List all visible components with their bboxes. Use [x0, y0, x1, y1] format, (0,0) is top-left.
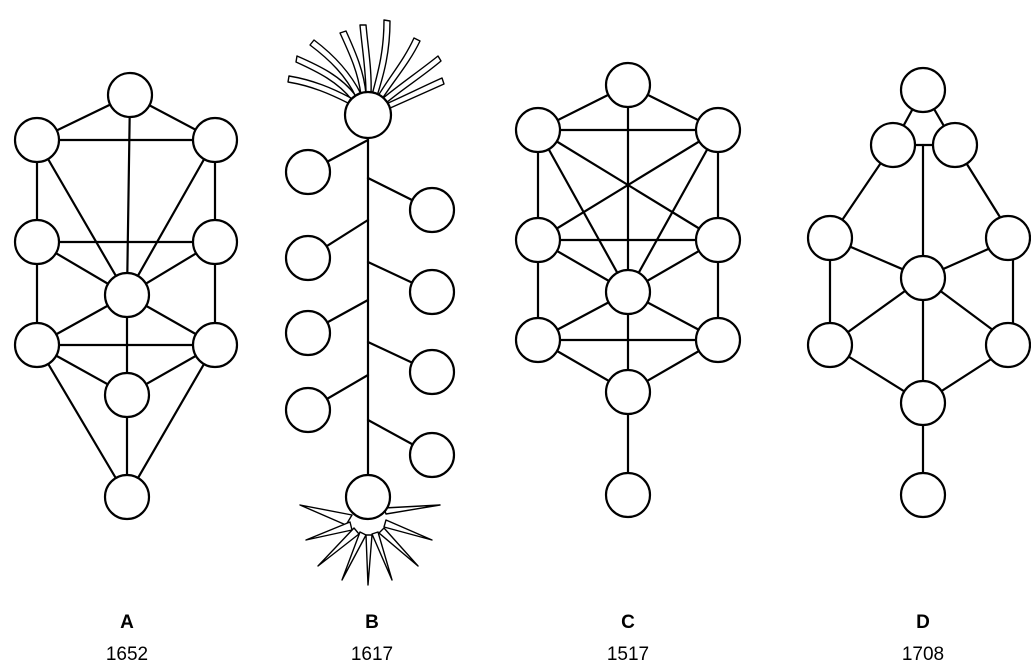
- sephira-node: [103, 371, 151, 419]
- crown-ornament: [287, 19, 445, 110]
- diagram-b-nodes: [284, 90, 456, 521]
- sephira-node: [984, 214, 1031, 262]
- panel-c-year: 1517: [607, 644, 649, 665]
- sephira-node: [604, 368, 652, 416]
- sephira-node: [694, 216, 742, 264]
- panel-d-letter: D: [916, 612, 930, 633]
- sephira-node: [408, 431, 456, 479]
- sephira-node: [408, 186, 456, 234]
- sephira-node: [694, 106, 742, 154]
- sephira-node: [806, 321, 854, 369]
- sephira-node: [408, 348, 456, 396]
- sephira-node: [984, 321, 1031, 369]
- sephira-node: [191, 218, 239, 266]
- panel-c-letter: C: [621, 612, 635, 633]
- sephira-node: [13, 218, 61, 266]
- sephira-node: [604, 61, 652, 109]
- sephira-node: [284, 148, 332, 196]
- sephira-node: [514, 106, 562, 154]
- sephira-node: [899, 254, 947, 302]
- sephira-node: [103, 473, 151, 521]
- sephira-node: [408, 268, 456, 316]
- panel-a-letter: A: [120, 612, 134, 633]
- sephira-node: [191, 116, 239, 164]
- sephira-node: [13, 321, 61, 369]
- sephira-node: [284, 386, 332, 434]
- sephira-node: [604, 471, 652, 519]
- panel-labels: A 1652 B 1617 C 1517 D 1708: [106, 612, 944, 665]
- diagram-c-nodes: [514, 61, 742, 519]
- sephira-node: [13, 116, 61, 164]
- panel-d-year: 1708: [902, 644, 944, 665]
- sephira-node: [103, 271, 151, 319]
- diagram-a-nodes: [13, 71, 239, 521]
- sephira-node: [869, 121, 917, 169]
- sephira-node: [284, 234, 332, 282]
- roots-ornament: [299, 504, 441, 586]
- panel-b-year: 1617: [351, 644, 393, 665]
- sephira-node: [899, 379, 947, 427]
- panel-b-letter: B: [365, 612, 379, 633]
- sephira-node: [344, 473, 392, 521]
- sephira-node: [806, 214, 854, 262]
- diagram-d-nodes: [806, 66, 1031, 519]
- panel-a-year: 1652: [106, 644, 148, 665]
- sephira-node: [106, 71, 154, 119]
- diagram-d: [806, 66, 1031, 519]
- sephira-node: [514, 316, 562, 364]
- sephira-node: [899, 471, 947, 519]
- sephira-node: [931, 121, 979, 169]
- sephira-node: [284, 309, 332, 357]
- diagram-a: [13, 71, 239, 521]
- sephira-node: [604, 268, 652, 316]
- sephira-node: [694, 316, 742, 364]
- sephira-node: [514, 216, 562, 264]
- diagram-c: [514, 61, 742, 519]
- diagram-b: [284, 19, 456, 586]
- sephira-node: [899, 66, 947, 114]
- sephira-node: [343, 90, 393, 140]
- sephira-node: [191, 321, 239, 369]
